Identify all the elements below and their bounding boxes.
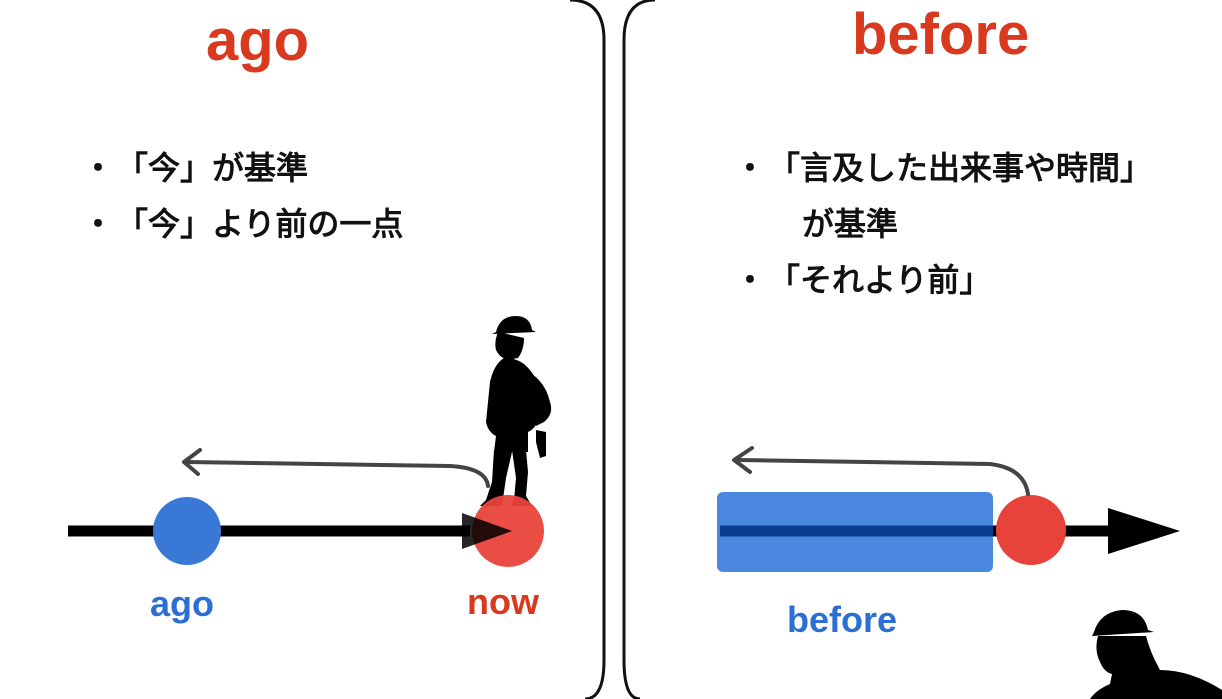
before-title: before xyxy=(852,2,1030,67)
worker-partial-icon xyxy=(1090,610,1222,699)
right-panel-border xyxy=(622,0,656,699)
bullet-dot: ・ xyxy=(734,261,767,299)
bullet-dot: ・ xyxy=(82,149,115,187)
before-curved-arrow-icon xyxy=(734,458,1030,496)
before-bullet-2: ・「それより前」 xyxy=(734,252,1152,308)
before-bullet-1: ・「言及した出来事や時間」 xyxy=(734,140,1152,196)
worker-silhouette-icon xyxy=(480,316,552,506)
before-point-label: before xyxy=(787,599,897,640)
before-bullet-2-text: 「それより前」 xyxy=(768,261,992,299)
before-bullet-list: ・「言及した出来事や時間」 が基準 ・「それより前」 xyxy=(734,140,1152,308)
reference-event-marker xyxy=(996,495,1066,565)
before-bullet-1-text: 「言及した出来事や時間」 xyxy=(768,149,1153,187)
before-bullet-1-continued: が基準 xyxy=(734,196,1152,252)
ago-bullet-list: ・「今」が基準 ・「今」より前の一点 xyxy=(82,140,403,252)
now-point-label: now xyxy=(467,581,540,622)
ago-bullet-2: ・「今」より前の一点 xyxy=(82,196,403,252)
ago-bullet-1-text: 「今」が基準 xyxy=(116,149,309,187)
ago-arrow-head-icon xyxy=(462,513,512,549)
before-arrow-head-icon xyxy=(1108,508,1180,554)
before-bullet-1-continued-text: が基準 xyxy=(802,205,899,243)
ago-marker xyxy=(153,497,221,565)
ago-point-label: ago xyxy=(150,583,214,624)
ago-bullet-2-text: 「今」より前の一点 xyxy=(116,205,404,243)
ago-curved-arrow-icon xyxy=(184,460,490,488)
ago-title: ago xyxy=(206,8,310,73)
left-panel-border xyxy=(569,0,606,699)
bullet-dot: ・ xyxy=(734,149,767,187)
bullet-dot: ・ xyxy=(82,205,115,243)
ago-bullet-1: ・「今」が基準 xyxy=(82,140,403,196)
